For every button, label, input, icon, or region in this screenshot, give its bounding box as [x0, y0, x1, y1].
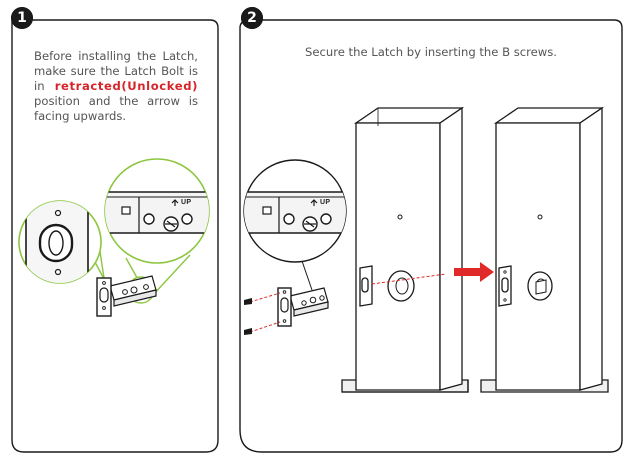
latch-up-marking-step2: UP	[320, 199, 331, 206]
door-after-illustration	[480, 106, 609, 393]
step-1-number: 1	[11, 7, 33, 29]
up-arrow-icon	[171, 199, 179, 206]
latch-up-marking: UP	[181, 199, 192, 206]
door-before-illustration	[341, 106, 469, 393]
step-1-text-before: Before installing the Latch, make sure t…	[34, 49, 198, 93]
latch-assembly-illustration	[96, 275, 157, 317]
up-arrow-icon	[310, 199, 318, 206]
step-1-instructions: Before installing the Latch, make sure t…	[34, 49, 198, 124]
step-1-emphasis: retracted(Unlocked)	[54, 79, 198, 93]
latch-case-zoom-circle-step2	[243, 159, 347, 291]
step-2-instructions: Secure the Latch by inserting the B scre…	[305, 45, 557, 59]
step-2-number: 2	[241, 7, 263, 29]
faceplate-zoom-circle	[18, 200, 102, 284]
step-1-text-after: position and the arrow is facing upwards…	[34, 94, 198, 123]
insertion-guide-line	[371, 273, 447, 285]
latch-case-zoom-circle	[104, 158, 210, 264]
screw-icon	[244, 328, 252, 335]
screw-icon	[244, 298, 252, 305]
screw-icons	[244, 292, 281, 335]
latch-with-screws-illustration	[277, 287, 329, 327]
progress-arrow-icon	[454, 262, 494, 282]
